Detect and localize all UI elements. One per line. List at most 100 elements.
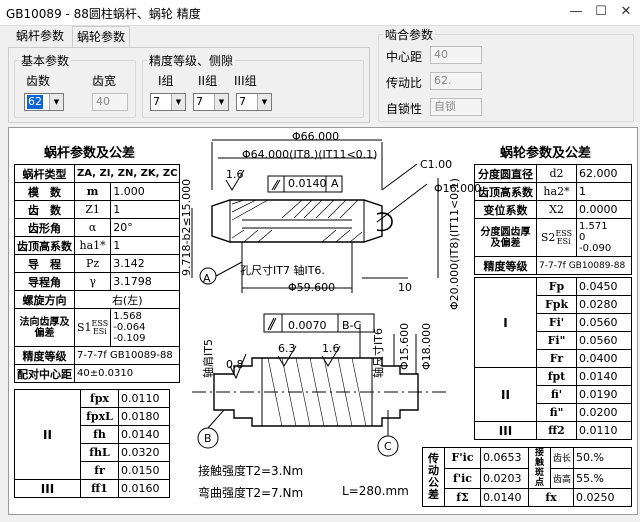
fic2-sym: f'ic: [444, 467, 481, 489]
lead-label: 导 程: [14, 254, 75, 273]
tab-wheel[interactable]: 蜗轮参数: [72, 26, 131, 48]
thickness2-sym-main: S2: [540, 230, 556, 244]
fh-sym: fh: [80, 425, 119, 444]
group1-value: 7: [153, 95, 160, 108]
wheel-section-view: [191, 139, 439, 293]
roughness-symbol: [321, 345, 341, 367]
table-row: 螺旋方向右(左): [14, 290, 181, 309]
group3-select[interactable]: 7▼: [236, 93, 272, 111]
fp-sym: Fp: [536, 277, 577, 296]
group1-select[interactable]: 7▼: [150, 93, 186, 111]
window-title: GB10089 - 88圆柱蜗杆、蜗轮 精度: [6, 7, 201, 21]
fsigma-value: 0.0140: [480, 488, 529, 507]
fcf-frame-1: [267, 175, 343, 193]
self-lock-label: 自锁性: [386, 102, 423, 116]
wheel-tol-group-i: I: [474, 277, 537, 368]
ff2-value: 0.0110: [576, 421, 632, 440]
addendum2-value: 1: [576, 182, 632, 201]
d16-leader: [376, 183, 428, 223]
teeth1-label: 齿 数: [14, 200, 75, 219]
dim-d66: Φ66.000: [292, 130, 340, 143]
fpxl-value: 0.0180: [118, 407, 170, 426]
center-distance-field[interactable]: 40: [430, 46, 482, 64]
minimize-button[interactable]: —: [569, 4, 583, 19]
runout-icon: [267, 317, 277, 331]
shift-label: 变位系数: [474, 200, 537, 219]
wheel-rim-outline: [211, 199, 383, 243]
fcf1-value: 0.0140: [288, 177, 327, 190]
contact-length-value: 50.%: [573, 447, 632, 469]
thickness1-sym-main: S1: [77, 320, 92, 334]
thickness1-lower-dev: -0.109: [113, 333, 146, 344]
fr-sym: fr: [80, 461, 119, 480]
fx-value: 0.0250: [573, 488, 632, 507]
teeth-select[interactable]: 62▼: [24, 93, 64, 111]
fr-value: 0.0150: [118, 461, 170, 480]
self-lock-field[interactable]: 自锁: [430, 98, 482, 116]
width-label: 齿宽: [92, 74, 117, 88]
helix-label: 螺旋方向: [14, 290, 75, 309]
ratio-field[interactable]: 62.: [430, 72, 482, 90]
datum-b-label: B: [204, 432, 212, 445]
addendum2-sym: ha2*: [536, 182, 577, 201]
fi-prime-sym: Fi': [536, 313, 577, 332]
module-value: 1.000: [110, 182, 181, 201]
table-row: Fi'0.0560: [475, 313, 632, 332]
maximize-button[interactable]: ☐: [595, 4, 607, 19]
fpxl-sym: fpxL: [80, 407, 119, 426]
fpx-sym: fpx: [80, 389, 119, 408]
thickness1-value: 1.568: [113, 311, 142, 322]
contact-height-key: 齿高: [549, 467, 575, 489]
addendum2-label: 齿顶高系数: [474, 182, 537, 201]
bending-strength-note: 弯曲强度T2=7.Nm: [198, 486, 304, 500]
pressure-angle-label: 齿形角: [14, 218, 75, 237]
width-field[interactable]: 40: [92, 93, 128, 111]
group2-select[interactable]: 7▼: [193, 93, 229, 111]
datum-c-label: C: [384, 440, 392, 453]
dim-d20: Φ20.000(IT8)(IT11<0.1): [448, 178, 461, 310]
worm-grade-label: 精度等级: [14, 346, 75, 365]
wheel-tooth-profile: [376, 212, 393, 232]
precision-legend: 精度等级、侧隙: [149, 54, 234, 68]
wheel-rim-edges: [229, 200, 365, 242]
chevron-down-icon: ▼: [49, 94, 63, 110]
fcf-frame-2: [263, 313, 375, 333]
fpx-value: 0.0110: [118, 389, 170, 408]
teeth1-sym: Z1: [73, 200, 112, 219]
fi2-dprime-sym: fi": [536, 403, 577, 422]
fic2-value: 0.0203: [480, 467, 529, 489]
teeth-label: 齿数: [26, 74, 51, 88]
contact-label: 接触斑点: [528, 447, 551, 489]
tab-page: [8, 47, 370, 123]
thickness1-label: 法向齿厚及偏差: [14, 308, 75, 347]
fi-dprime-sym: Fi": [536, 331, 577, 350]
fit-note: 孔尺寸IT7 轴IT6.: [240, 264, 325, 277]
shift-sym: X2: [536, 200, 577, 219]
dim-side-range: 9.718-b2≤15.000: [180, 178, 193, 276]
table-row: fi"0.0200: [475, 403, 632, 422]
group3-label: III组: [234, 74, 257, 88]
wheel-grade-value: 7-7-7f GB10089-88: [536, 256, 632, 275]
addendum1-value: 1: [110, 236, 181, 255]
thickness2-sub-upper: ESS: [555, 228, 573, 238]
contact-length-key: 齿长: [549, 447, 575, 469]
wheel-grade-label: 精度等级: [474, 256, 537, 275]
chamfer-leader: [381, 163, 418, 191]
fh-value: 0.0140: [118, 425, 170, 444]
close-button[interactable]: ✕: [620, 4, 632, 19]
pitch-dia-value: 62.000: [576, 164, 632, 183]
tab-worm[interactable]: 蜗杆参数: [16, 29, 65, 43]
